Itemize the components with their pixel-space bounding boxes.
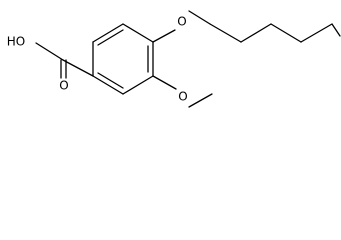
ring-bond-4: [122, 75, 154, 95]
atom-labels: HO O O O: [7, 15, 188, 104]
ring-bond-1: [92, 23, 124, 43]
hexyl-chain-bond-3: [270, 23, 302, 43]
hexyl-chain-bond-2: [240, 23, 272, 43]
acid-hydroxyl-label: HO: [7, 35, 25, 49]
methoxy-o-to-methyl-bond: [188, 93, 213, 108]
hexyl-chain-bond-1: [209, 23, 242, 43]
acid-carbonyl-oxygen-label: O: [59, 79, 68, 93]
ring-to-carboxyl-bond: [62, 59, 94, 77]
carboxyl-c-oh-bond: [35, 42, 64, 61]
ring-bond-2: [122, 23, 154, 43]
hexyl-chain-bond-5: [331, 23, 341, 37]
ring-inner-double-3: [97, 72, 124, 89]
ether-o-to-chain-bond: [188, 10, 211, 25]
chemical-structure-diagram: HO O O O: [7, 10, 341, 108]
ring-bond-5: [92, 75, 124, 95]
methoxy-oxygen-label: O: [178, 90, 187, 104]
ring-to-ether-o-bond: [152, 29, 176, 43]
ring-to-methoxy-o-bond: [152, 75, 177, 90]
hexyl-chain-bond-4: [300, 23, 333, 43]
bonds: [35, 10, 341, 108]
hexyloxy-oxygen-label: O: [177, 15, 186, 29]
ring-inner-double-1: [97, 29, 124, 46]
